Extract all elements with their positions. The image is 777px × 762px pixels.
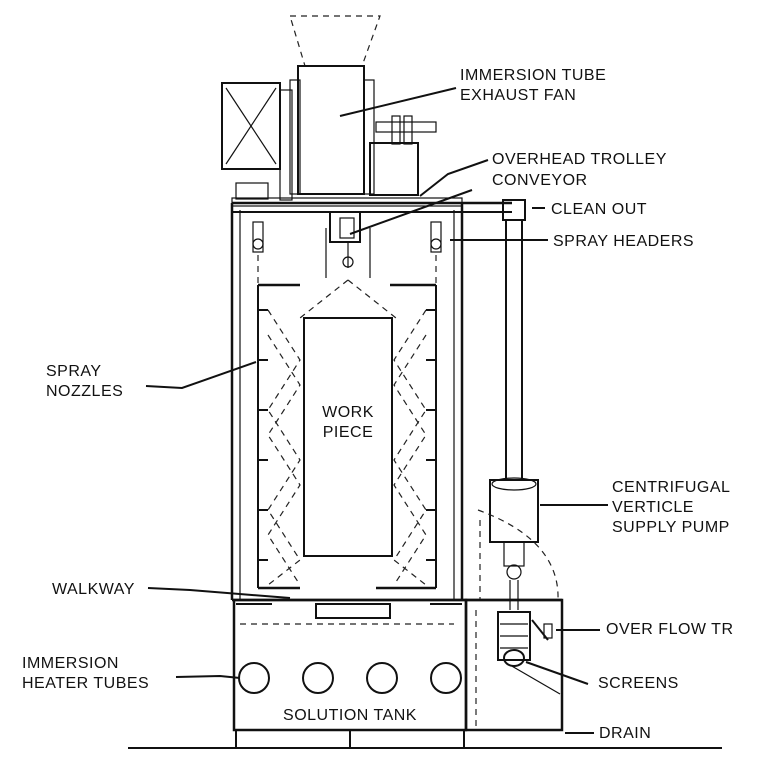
spray-nozzles: [258, 309, 436, 561]
label-pump-2: VERTICLE: [612, 499, 694, 516]
label-heater-2: HEATER TUBES: [22, 675, 149, 692]
label-exhaust-fan-1: IMMERSION TUBE: [460, 67, 606, 84]
label-screens: SCREENS: [598, 675, 679, 692]
overflow-trough: [464, 598, 564, 732]
label-trolley-2: CONVEYOR: [492, 172, 588, 189]
label-overflow: OVER FLOW TR: [606, 621, 734, 638]
label-trolley-1: OVERHEAD TROLLEY: [492, 151, 667, 168]
label-exhaust-fan-2: EXHAUST FAN: [460, 87, 576, 104]
work-piece-label-2: PIECE: [323, 424, 374, 441]
label-heater-1: IMMERSION: [22, 655, 119, 672]
label-spray-nozzles-2: NOZZLES: [46, 383, 123, 400]
spray-zone: [257, 279, 437, 590]
spray-headers: [252, 221, 442, 285]
label-spray-nozzles-1: SPRAY: [46, 363, 102, 380]
label-drain: DRAIN: [599, 725, 651, 742]
clean-out-pipe: [502, 199, 526, 480]
overhead-trolley-conveyor: [231, 197, 512, 278]
label-clean-out: CLEAN OUT: [551, 201, 647, 218]
exhaust-fan: [221, 15, 437, 201]
leader-lines: [145, 87, 608, 734]
label-walkway: WALKWAY: [52, 581, 135, 598]
label-solution-tank: SOLUTION TANK: [283, 707, 417, 724]
work-piece: WORK PIECE: [303, 317, 393, 557]
label-pump-3: SUPPLY PUMP: [612, 519, 730, 536]
label-pump-1: CENTRIFUGAL: [612, 479, 730, 496]
booth-walls: [230, 203, 464, 600]
immersion-heater-tubes: [238, 662, 462, 694]
supply-pump: [477, 477, 559, 610]
label-spray-headers: SPRAY HEADERS: [553, 233, 694, 250]
solution-tank: [232, 598, 468, 748]
work-piece-label-1: WORK: [322, 404, 374, 421]
